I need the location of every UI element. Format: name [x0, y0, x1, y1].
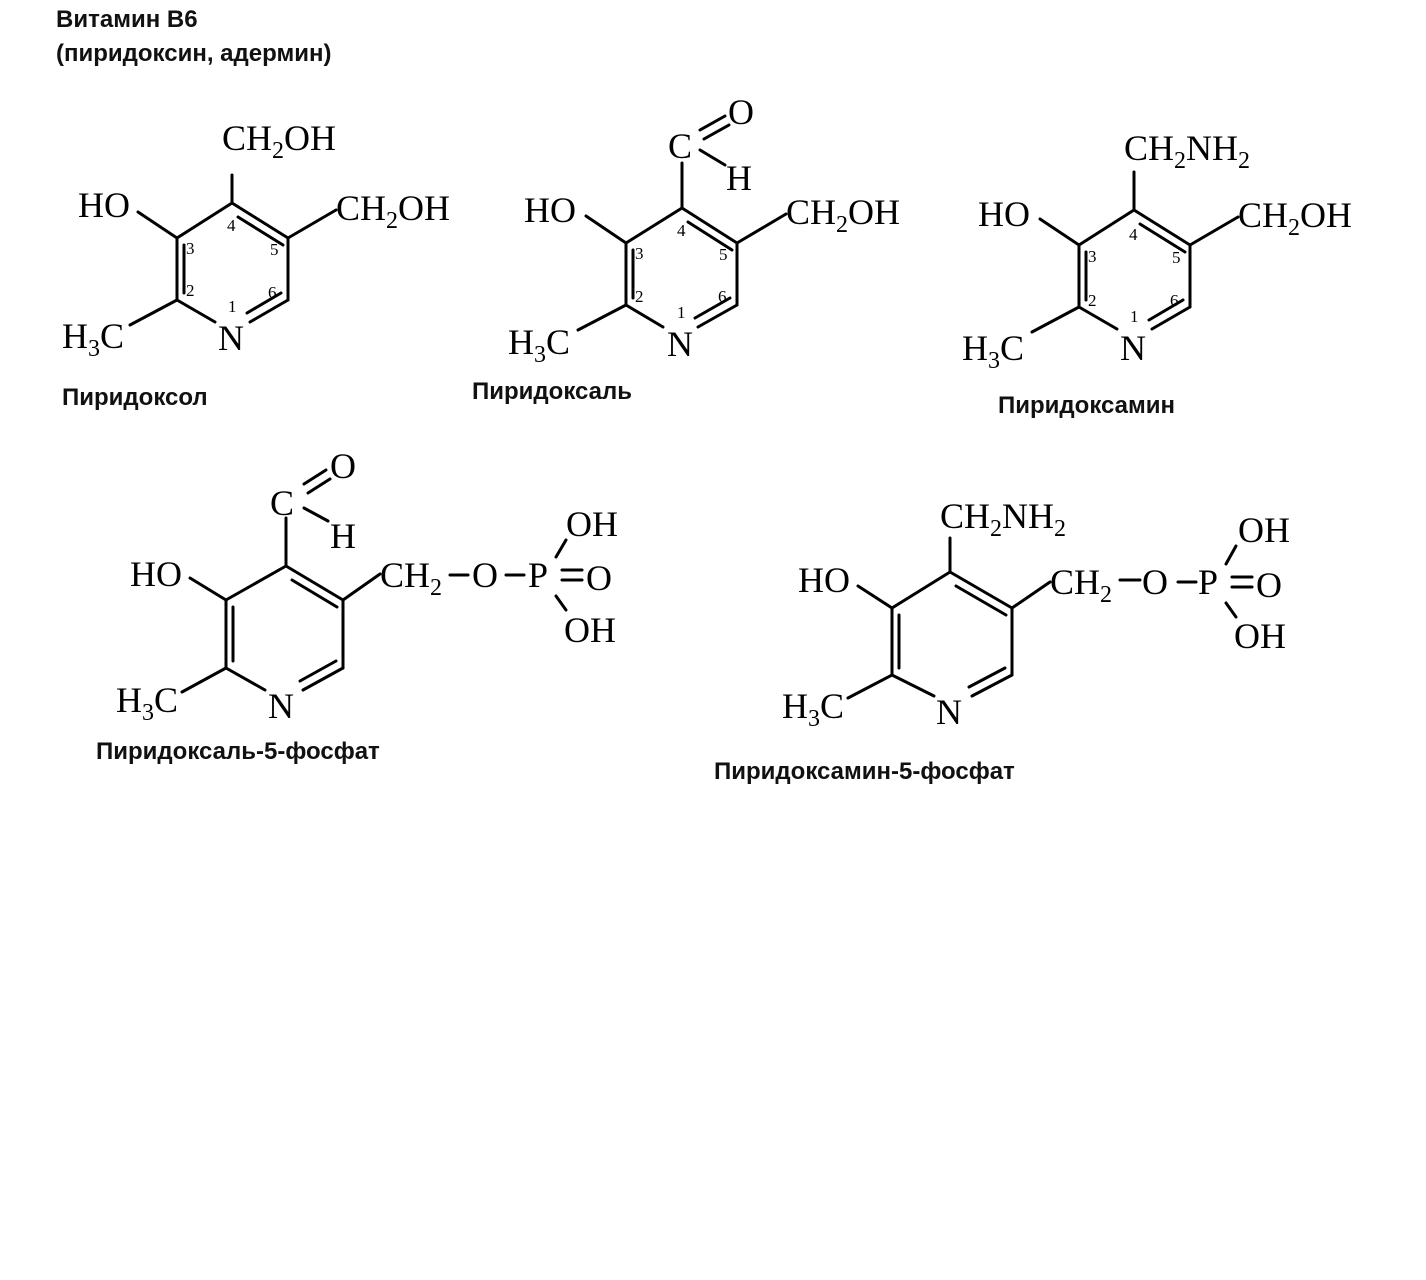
pyridoxol-c2-h3c: H3C: [62, 316, 124, 362]
pmp-ring-n: N: [936, 692, 962, 732]
structure-pyridoxamine-5-phosphate: CH2NH2 HO H3C N CH2 O P O OH OH: [782, 496, 1290, 732]
pyridoxol-ring-n: N: [218, 318, 244, 358]
plp-oh-bottom: OH: [564, 610, 616, 650]
pyridoxamine-num-4: 4: [1129, 225, 1138, 244]
pyridoxal-ring-n: N: [667, 324, 693, 364]
pmp-ester-o: O: [1142, 562, 1168, 602]
pyridoxal-num-4: 4: [677, 221, 686, 240]
pyridoxol-num-5: 5: [270, 240, 279, 259]
pyridoxamine-num-1: 1: [1130, 307, 1139, 326]
pmp-oh-top: OH: [1238, 510, 1290, 550]
pyridoxal-num-6: 6: [718, 287, 727, 306]
caption-pyridoxamine-5-phosphate: Пиридоксамин-5-фосфат: [714, 758, 1015, 785]
pmp-oh-bottom: OH: [1234, 616, 1286, 656]
page-subtitle: (пиридоксин, адермин): [56, 40, 332, 67]
plp-oh-top: OH: [566, 504, 618, 544]
plp-aldehyde-c: C: [270, 483, 294, 523]
structure-pyridoxamine: CH2NH2 CH2OH HO H3C N 1 2 3 4 5 6: [962, 128, 1352, 374]
pmp-ch2: CH2: [1050, 562, 1112, 608]
pmp-c2-h3c: H3C: [782, 686, 844, 732]
plp-c3-ho: HO: [130, 554, 182, 594]
caption-pyridoxamine: Пиридоксамин: [998, 392, 1175, 419]
pyridoxol-c4-ch2oh: CH2OH: [222, 118, 336, 164]
pyridoxal-c2-h3c: H3C: [508, 322, 570, 368]
structure-pyridoxal-5-phosphate: C O H HO H3C N CH2 O P O OH OH: [116, 446, 618, 726]
plp-phosphoryl-o: O: [586, 558, 612, 598]
pyridoxamine-ring-n: N: [1120, 328, 1146, 368]
plp-ester-o: O: [472, 555, 498, 595]
pyridoxol-num-4: 4: [227, 216, 236, 235]
pyridoxol-c3-ho: HO: [78, 185, 130, 225]
plp-ch2: CH2: [380, 555, 442, 601]
pyridoxamine-c4-ch2nh2: CH2NH2: [1124, 128, 1250, 174]
pyridoxamine-c2-h3c: H3C: [962, 328, 1024, 374]
plp-c2-h3c: H3C: [116, 680, 178, 726]
plp-aldehyde-h: H: [330, 516, 356, 556]
pyridoxamine-c5-ch2oh: CH2OH: [1238, 195, 1352, 241]
pyridoxal-aldehyde-c: C: [668, 126, 692, 166]
pyridoxal-num-2: 2: [635, 287, 644, 306]
pyridoxol-num-3: 3: [186, 239, 195, 258]
pyridoxol-num-2: 2: [186, 281, 195, 300]
pyridoxal-c3-ho: HO: [524, 190, 576, 230]
pyridoxal-aldehyde-o: O: [728, 92, 754, 132]
pyridoxal-aldehyde-h: H: [726, 158, 752, 198]
pyridoxamine-num-6: 6: [1170, 291, 1179, 310]
pyridoxamine-num-5: 5: [1172, 248, 1181, 267]
plp-ring-n: N: [268, 686, 294, 726]
caption-pyridoxal-5-phosphate: Пиридоксаль-5-фосфат: [96, 738, 380, 765]
plp-aldehyde-o: O: [330, 446, 356, 486]
pyridoxol-num-6: 6: [268, 283, 277, 302]
pyridoxol-num-1: 1: [228, 297, 237, 316]
caption-pyridoxol: Пиридоксол: [62, 384, 208, 411]
structure-pyridoxol: CH2OH CH2OH HO H3C N 1 2 3 4 5 6: [62, 118, 450, 362]
pyridoxamine-c3-ho: HO: [978, 194, 1030, 234]
pyridoxamine-num-3: 3: [1088, 247, 1097, 266]
pyridoxal-num-5: 5: [719, 245, 728, 264]
pyridoxal-num-1: 1: [677, 303, 686, 322]
pyridoxal-c5-ch2oh: CH2OH: [786, 192, 900, 238]
plp-phosphorus: P: [528, 555, 548, 595]
structure-pyridoxal: C O H CH2OH HO H3C N 1 2 3 4 5 6: [508, 92, 900, 368]
pmp-phosphorus: P: [1198, 562, 1218, 602]
pyridoxol-c5-ch2oh: CH2OH: [336, 188, 450, 234]
page-title: Витамин В6: [56, 6, 198, 33]
pmp-c4-ch2nh2: CH2NH2: [940, 496, 1066, 542]
pyridoxal-num-3: 3: [635, 244, 644, 263]
pyridoxamine-num-2: 2: [1088, 291, 1097, 310]
pmp-c3-ho: HO: [798, 560, 850, 600]
pmp-phosphoryl-o: O: [1256, 565, 1282, 605]
caption-pyridoxal: Пиридоксаль: [472, 378, 632, 405]
